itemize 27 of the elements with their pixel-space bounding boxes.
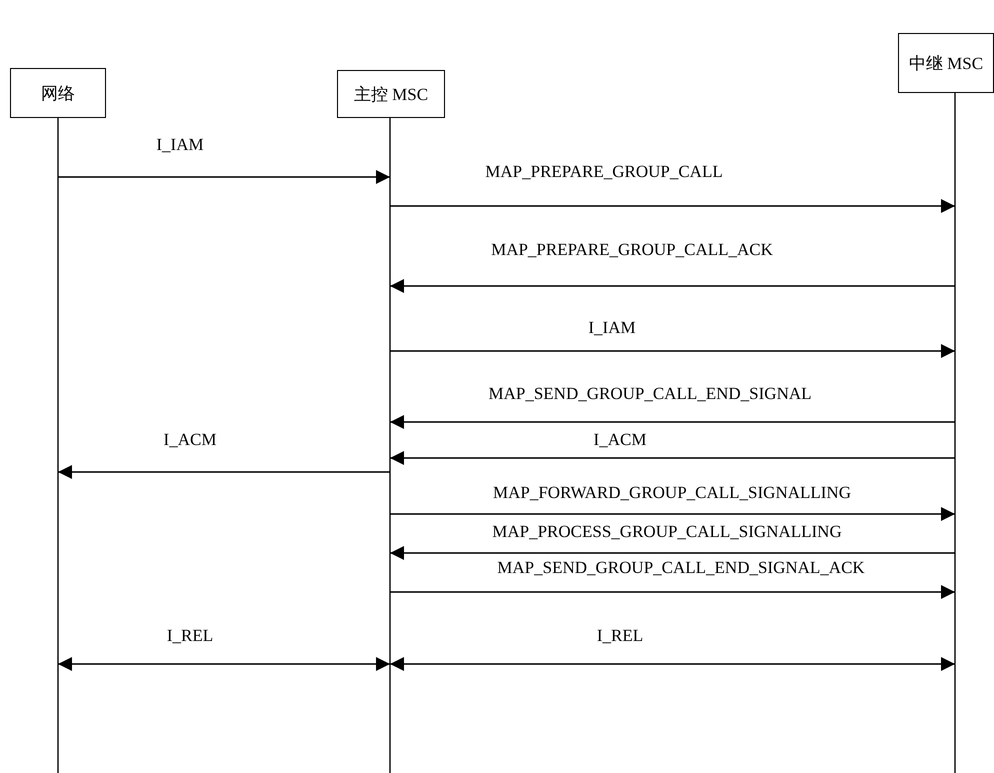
message-label: MAP_FORWARD_GROUP_CALL_SIGNALLING <box>493 483 851 503</box>
message-arrow <box>58 465 390 479</box>
participant-box: 主控 MSC <box>337 70 445 118</box>
message-label: I_IAM <box>156 135 204 155</box>
message-arrow <box>390 344 955 358</box>
message-label: MAP_SEND_GROUP_CALL_END_SIGNAL_ACK <box>497 558 865 578</box>
message-label: I_IAM <box>588 318 636 338</box>
message-arrow <box>390 415 955 429</box>
message-label: MAP_PREPARE_GROUP_CALL_ACK <box>491 240 773 260</box>
message-label: I_REL <box>166 626 214 646</box>
message-label: MAP_SEND_GROUP_CALL_END_SIGNAL <box>488 384 812 404</box>
message-label: I_REL <box>596 626 644 646</box>
message-arrow <box>390 657 955 671</box>
message-arrow <box>390 199 955 213</box>
message-label: I_ACM <box>164 430 216 450</box>
participant-box: 中继 MSC <box>898 33 994 93</box>
message-label: MAP_PROCESS_GROUP_CALL_SIGNALLING <box>492 522 842 542</box>
message-arrow <box>390 546 955 560</box>
message-label: I_ACM <box>594 430 646 450</box>
message-arrow <box>390 507 955 521</box>
participant-box: 网络 <box>10 68 106 118</box>
message-label: MAP_PREPARE_GROUP_CALL <box>485 162 723 182</box>
message-arrow <box>390 585 955 599</box>
message-arrow <box>58 170 390 184</box>
message-arrow <box>390 451 955 465</box>
message-arrow <box>58 657 390 671</box>
message-arrow <box>390 279 955 293</box>
